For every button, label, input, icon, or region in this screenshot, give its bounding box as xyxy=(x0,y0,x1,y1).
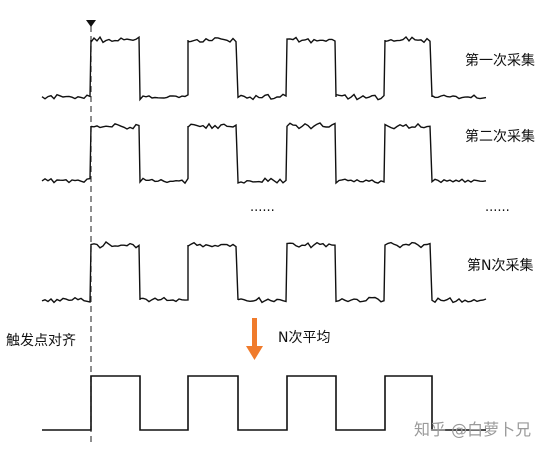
label-acquisition-2: 第二次采集 xyxy=(465,128,535,145)
label-acquisition-1: 第一次采集 xyxy=(465,52,535,69)
acquisition-1-waveform xyxy=(41,35,487,102)
averaged-waveform xyxy=(42,375,486,431)
acquisition-n-waveform xyxy=(41,241,487,304)
down-arrow-icon xyxy=(246,318,263,360)
down-triangle-icon xyxy=(86,20,96,27)
ellipsis-right: ...... xyxy=(485,200,510,215)
watermark-text: 知乎 @白萝卜兄 xyxy=(414,420,531,439)
acquisition-2-waveform xyxy=(41,122,487,185)
label-acquisition-n: 第N次采集 xyxy=(467,257,533,274)
label-trigger-alignment: 触发点对齐 xyxy=(6,333,76,349)
ellipsis-middle: ...... xyxy=(250,200,275,215)
label-n-average: N次平均 xyxy=(278,330,330,346)
